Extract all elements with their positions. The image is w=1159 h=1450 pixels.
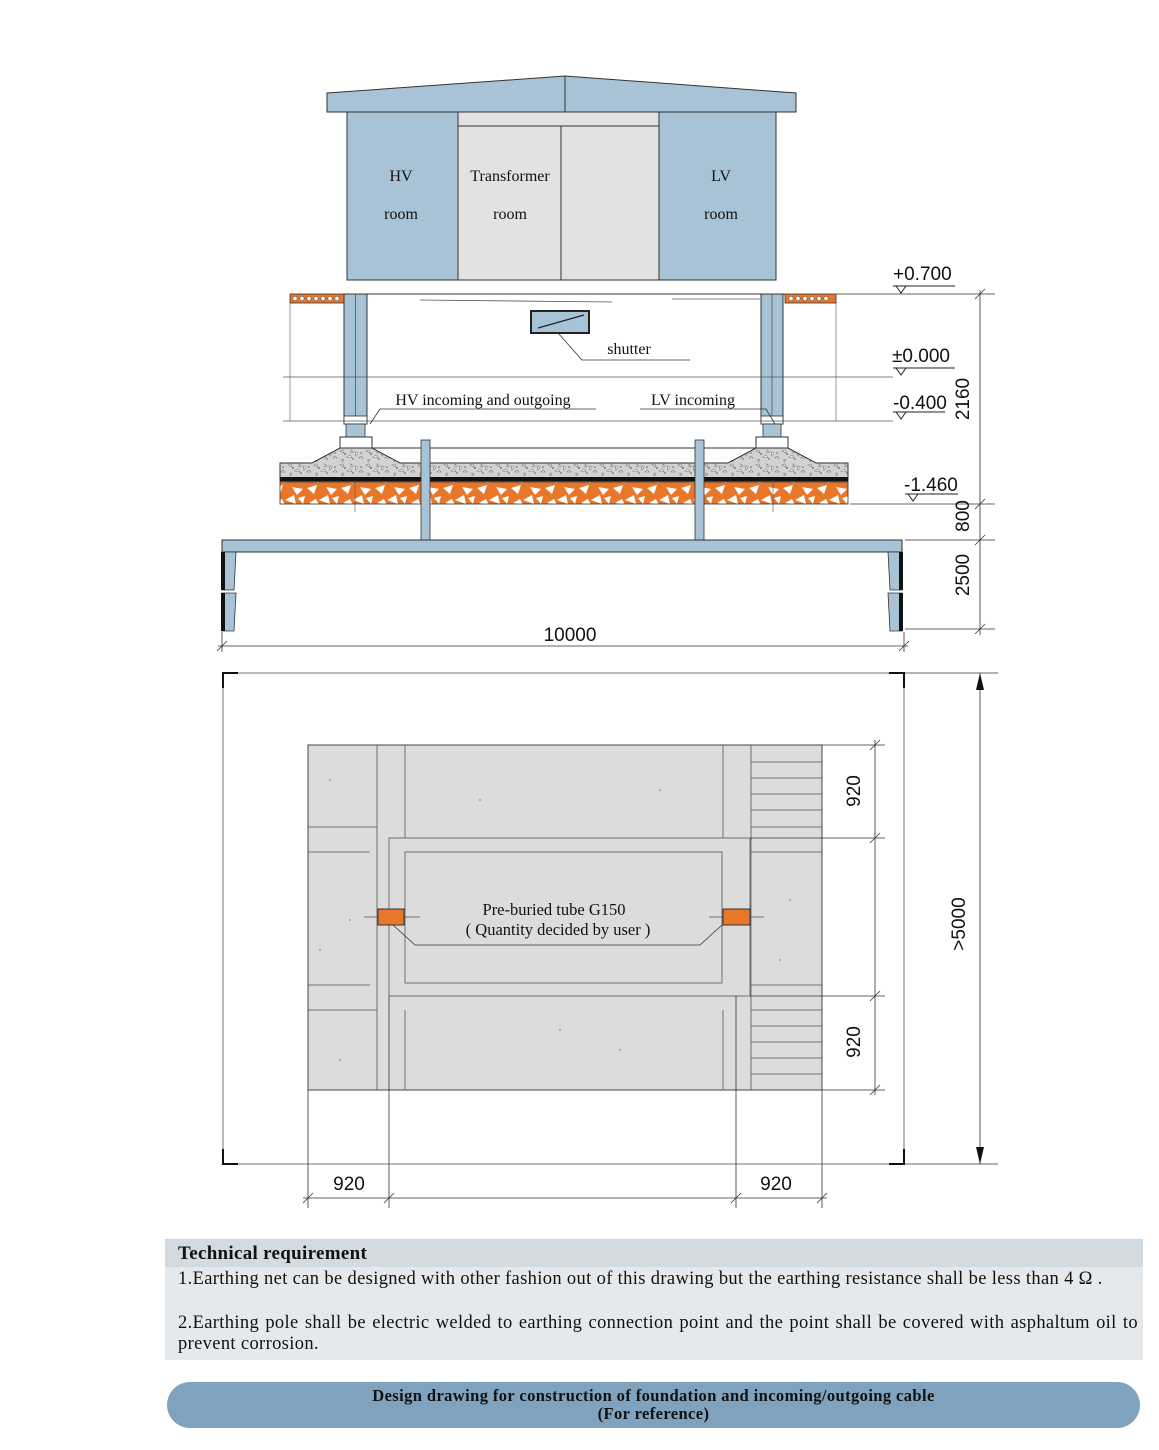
dim-2500: 2500 [953, 554, 974, 596]
transformer-room [457, 111, 660, 281]
tube-left [377, 908, 405, 926]
foundation-drawing: HV room Transformer room LV room shutter… [216, 75, 998, 1208]
tube-right [722, 908, 751, 926]
level-minus-0-400: -0.400 [893, 393, 947, 414]
dim-920-bottom-right: 920 [760, 1174, 792, 1195]
lv-room-label-1: LV [711, 168, 731, 185]
hv-room-label-2: room [384, 206, 418, 223]
earthing-pole-left [420, 439, 431, 541]
technical-title: Technical requirement [165, 1240, 1143, 1267]
level-0-000: ±0.000 [892, 346, 950, 367]
title-banner: Design drawing for construction of found… [167, 1382, 1140, 1428]
transformer-room-label-1: Transformer [470, 168, 550, 185]
foundation-concrete [279, 447, 849, 482]
technical-item-2: 2.Earthing pole shall be electric welded… [178, 1313, 1138, 1354]
hv-room-label-1: HV [389, 168, 413, 185]
tube-note: ( Quantity decided by user ) [466, 920, 651, 939]
plan-outline [222, 672, 905, 1165]
level-minus-1-460: -1.460 [904, 475, 958, 496]
foundation-rubble [279, 481, 849, 505]
hv-cable-label: HV incoming and outgoing [395, 392, 570, 409]
dim-over-5000: >5000 [949, 897, 970, 950]
lv-room-label-2: room [704, 206, 738, 223]
dim-800: 800 [953, 500, 974, 532]
dim-920-right-top: 920 [844, 775, 865, 807]
hv-room [346, 111, 459, 281]
lv-cable-label: LV incoming [651, 392, 735, 409]
dim-920-bottom-left: 920 [333, 1174, 365, 1195]
technical-item-1: 1.Earthing net can be designed with othe… [178, 1269, 1103, 1289]
dim-920-right-bottom: 920 [844, 1026, 865, 1058]
roof [326, 75, 797, 113]
dim-10000: 10000 [544, 625, 597, 646]
level-plus-0-700: +0.700 [893, 264, 952, 285]
technical-requirement: Technical requirement 1.Earthing net can… [165, 1239, 1143, 1360]
transformer-room-label-2: room [493, 206, 527, 223]
shutter-label: shutter [607, 341, 651, 358]
tube-label: Pre-buried tube G150 [483, 900, 626, 919]
lv-room [658, 111, 777, 281]
earthing-bar [221, 539, 903, 553]
earthing-pole-right [694, 439, 705, 541]
banner-subtitle: (For reference) [597, 1404, 710, 1423]
dim-2160: 2160 [953, 378, 974, 420]
banner-title: Design drawing for construction of found… [372, 1386, 935, 1405]
